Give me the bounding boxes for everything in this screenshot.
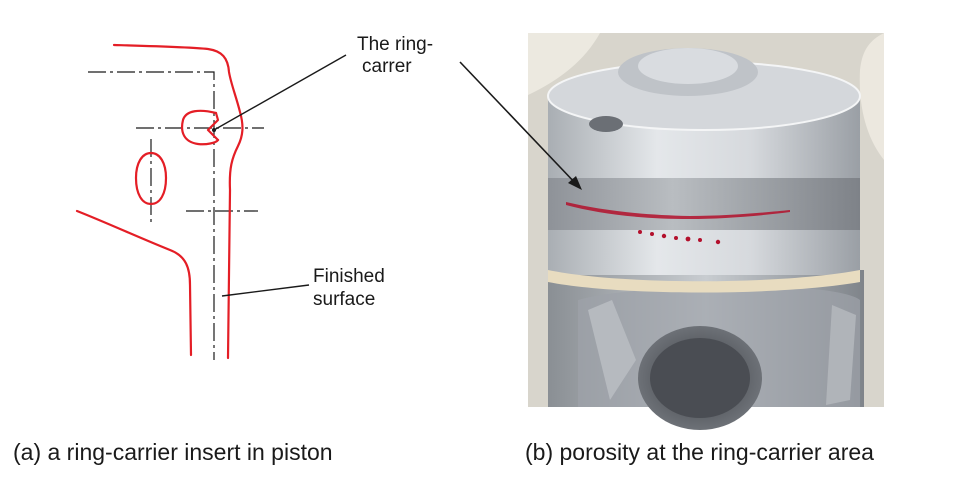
ring-carrier-band <box>548 178 860 230</box>
arrow-ring-carrier <box>459 61 579 187</box>
porosity-dot <box>650 232 654 236</box>
porosity-dot <box>698 238 702 242</box>
ring-carrier-notch <box>206 111 220 142</box>
annotation-ring-carrier-line2: carrer <box>362 56 412 77</box>
piston-photo <box>459 33 884 430</box>
porosity-marks <box>566 202 790 245</box>
leader-finished-surface <box>221 284 310 297</box>
leader-lines <box>213 54 347 297</box>
piston-inner-wall <box>75 209 193 357</box>
photo-bg-highlight <box>528 33 600 95</box>
porosity-dot <box>685 236 691 242</box>
centerline-vertical <box>88 71 215 360</box>
photo-bg-highlight-right <box>859 33 884 160</box>
skirt-edge-beige <box>548 270 860 293</box>
centerlines <box>88 71 264 360</box>
leader-ring-carrier-dot <box>212 128 216 132</box>
porosity-dot <box>638 230 642 234</box>
annotation-ring-carrier-line1: The ring- <box>357 34 434 55</box>
ring-carrier-outline <box>181 109 220 146</box>
pin-bore-inner <box>650 338 750 418</box>
porosity-dot <box>661 233 667 239</box>
ring-carrier-drawing <box>75 43 347 360</box>
piston-outer-wall <box>112 43 244 360</box>
annotation-finished-surface-line1: Finished <box>313 266 385 287</box>
annotation-finished-surface-line2: surface <box>313 289 376 310</box>
piston-profile <box>75 43 244 360</box>
leader-ring-carrier <box>213 54 347 131</box>
caption-left: (a) a ring-carrier insert in piston <box>13 439 333 465</box>
caption-right: (b) porosity at the ring-carrier area <box>525 439 874 465</box>
crown-boss-top <box>638 48 738 84</box>
arrow-head <box>568 176 582 190</box>
porosity-streak <box>566 202 790 219</box>
valve-recess <box>589 116 623 132</box>
skirt-rib-left <box>588 300 636 400</box>
skirt-rib-right <box>826 305 856 405</box>
pin-boss-oval <box>134 151 168 206</box>
porosity-dot <box>674 236 678 240</box>
porosity-dot <box>715 239 721 245</box>
